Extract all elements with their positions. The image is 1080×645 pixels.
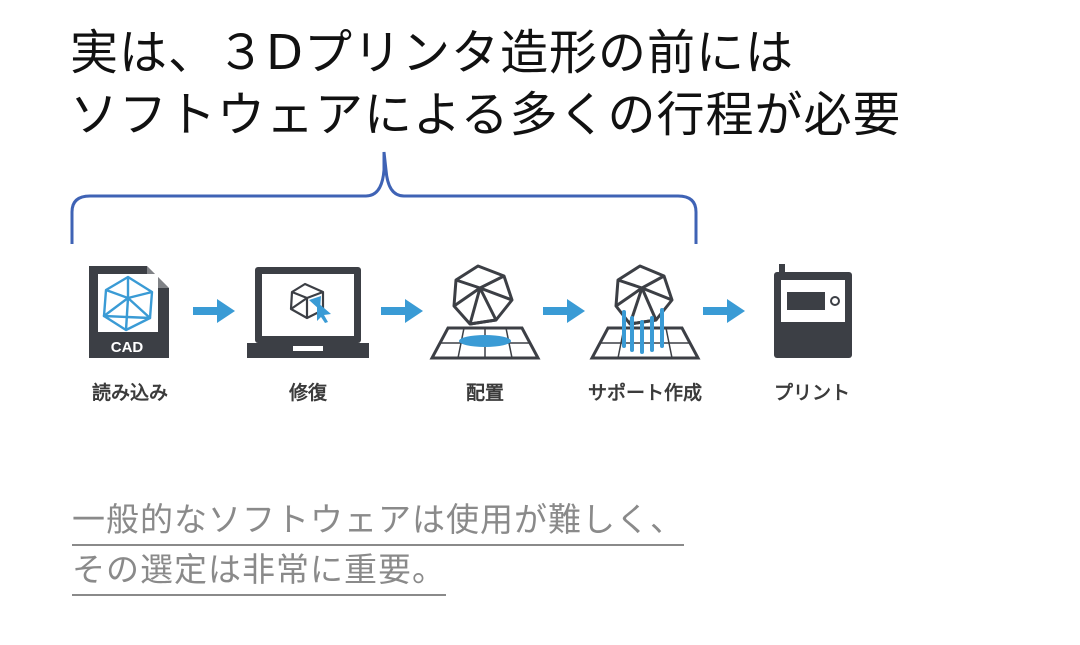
cad-badge: CAD (111, 339, 144, 356)
support-generation-icon (589, 264, 701, 360)
placement-icon (429, 264, 541, 360)
note: 一般的なソフトウェアは使用が難しく、 その選定は非常に重要。 (72, 496, 684, 596)
step-label-load: 読み込み (91, 382, 168, 404)
headline-line-1: 実は、３Dプリンタ造形の前には (70, 25, 794, 81)
step-placement (410, 262, 560, 362)
arrow-icon (703, 299, 745, 323)
step-label-repair: 修復 (288, 382, 327, 404)
step-support (570, 262, 720, 362)
printer-icon (774, 264, 852, 358)
step-label-support: サポート作成 (587, 382, 702, 404)
step-repair (233, 262, 383, 362)
arrow-icon (381, 299, 423, 323)
headline: 実は、３Dプリンタ造形の前には ソフトウェアによる多くの行程が必要 (70, 22, 1060, 146)
note-line-2: その選定は非常に重要。 (72, 546, 446, 596)
step-load: CAD (55, 262, 205, 362)
laptop-repair-icon (247, 267, 369, 358)
step-print (737, 262, 887, 362)
step-label-placement: 配置 (465, 382, 504, 404)
curly-brace-icon (70, 151, 698, 244)
cad-file-icon: CAD (89, 266, 169, 358)
step-label-print: プリント (773, 382, 850, 404)
arrow-icon (543, 299, 585, 323)
headline-line-2: ソフトウェアによる多くの行程が必要 (70, 87, 902, 143)
note-line-1: 一般的なソフトウェアは使用が難しく、 (72, 496, 684, 546)
arrow-icon (193, 299, 235, 323)
